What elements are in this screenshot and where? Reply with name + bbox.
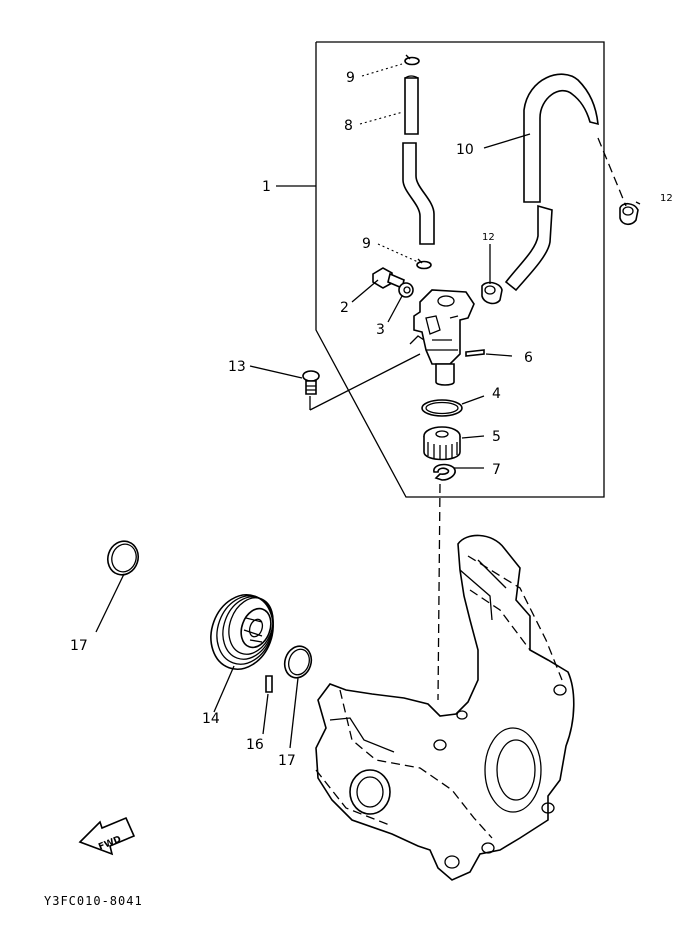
pin-part-6 [465, 349, 485, 357]
o-ring-part-4 [421, 399, 463, 417]
callout-17-right: 17 [278, 753, 296, 769]
gear-part-5 [423, 426, 461, 461]
callout-14: 14 [202, 711, 220, 727]
assembly-centerline [437, 483, 441, 701]
callout-16: 16 [246, 737, 264, 753]
pin-part-16 [265, 675, 273, 693]
callout-13: 13 [228, 359, 246, 375]
bolt-part-2 [372, 267, 405, 290]
screw-part-13 [302, 370, 320, 395]
callout-4: 4 [492, 386, 501, 402]
callout-3: 3 [376, 322, 385, 338]
callout-17-left: 17 [70, 638, 88, 654]
drawing-code: Y3FC010-8041 [44, 894, 143, 908]
callout-5: 5 [492, 429, 501, 445]
crankcase-cover [315, 534, 575, 881]
callout-12-left: 12 [482, 232, 495, 243]
callout-12-right: 12 [660, 193, 673, 204]
circlip-part-17-right [283, 645, 313, 679]
callout-7: 7 [492, 462, 501, 478]
callout-9-lower: 9 [362, 236, 371, 252]
oil-pump-body [409, 289, 475, 386]
callout-6: 6 [524, 350, 533, 366]
forward-direction-arrow: FWD [78, 816, 136, 856]
assembly-outline [315, 41, 605, 498]
leader-lines [95, 63, 641, 749]
callout-1: 1 [262, 179, 271, 195]
hose-part-8 [402, 75, 435, 245]
callout-9-upper: 9 [346, 70, 355, 86]
callout-2: 2 [340, 300, 349, 316]
pulley-part-14 [210, 594, 274, 670]
clamp-part-9-upper [404, 54, 420, 66]
pipe-part-10 [504, 73, 599, 292]
circlip-part-7 [433, 463, 456, 481]
washer-part-3 [398, 282, 414, 298]
pipe-connection-line [597, 137, 627, 207]
callout-8: 8 [344, 118, 353, 134]
circlip-part-17-left [106, 540, 140, 576]
grommet-part-12-right [619, 202, 639, 226]
clamp-part-9-lower [416, 258, 432, 270]
callout-10: 10 [456, 142, 474, 158]
grommet-part-12-left [481, 281, 503, 305]
